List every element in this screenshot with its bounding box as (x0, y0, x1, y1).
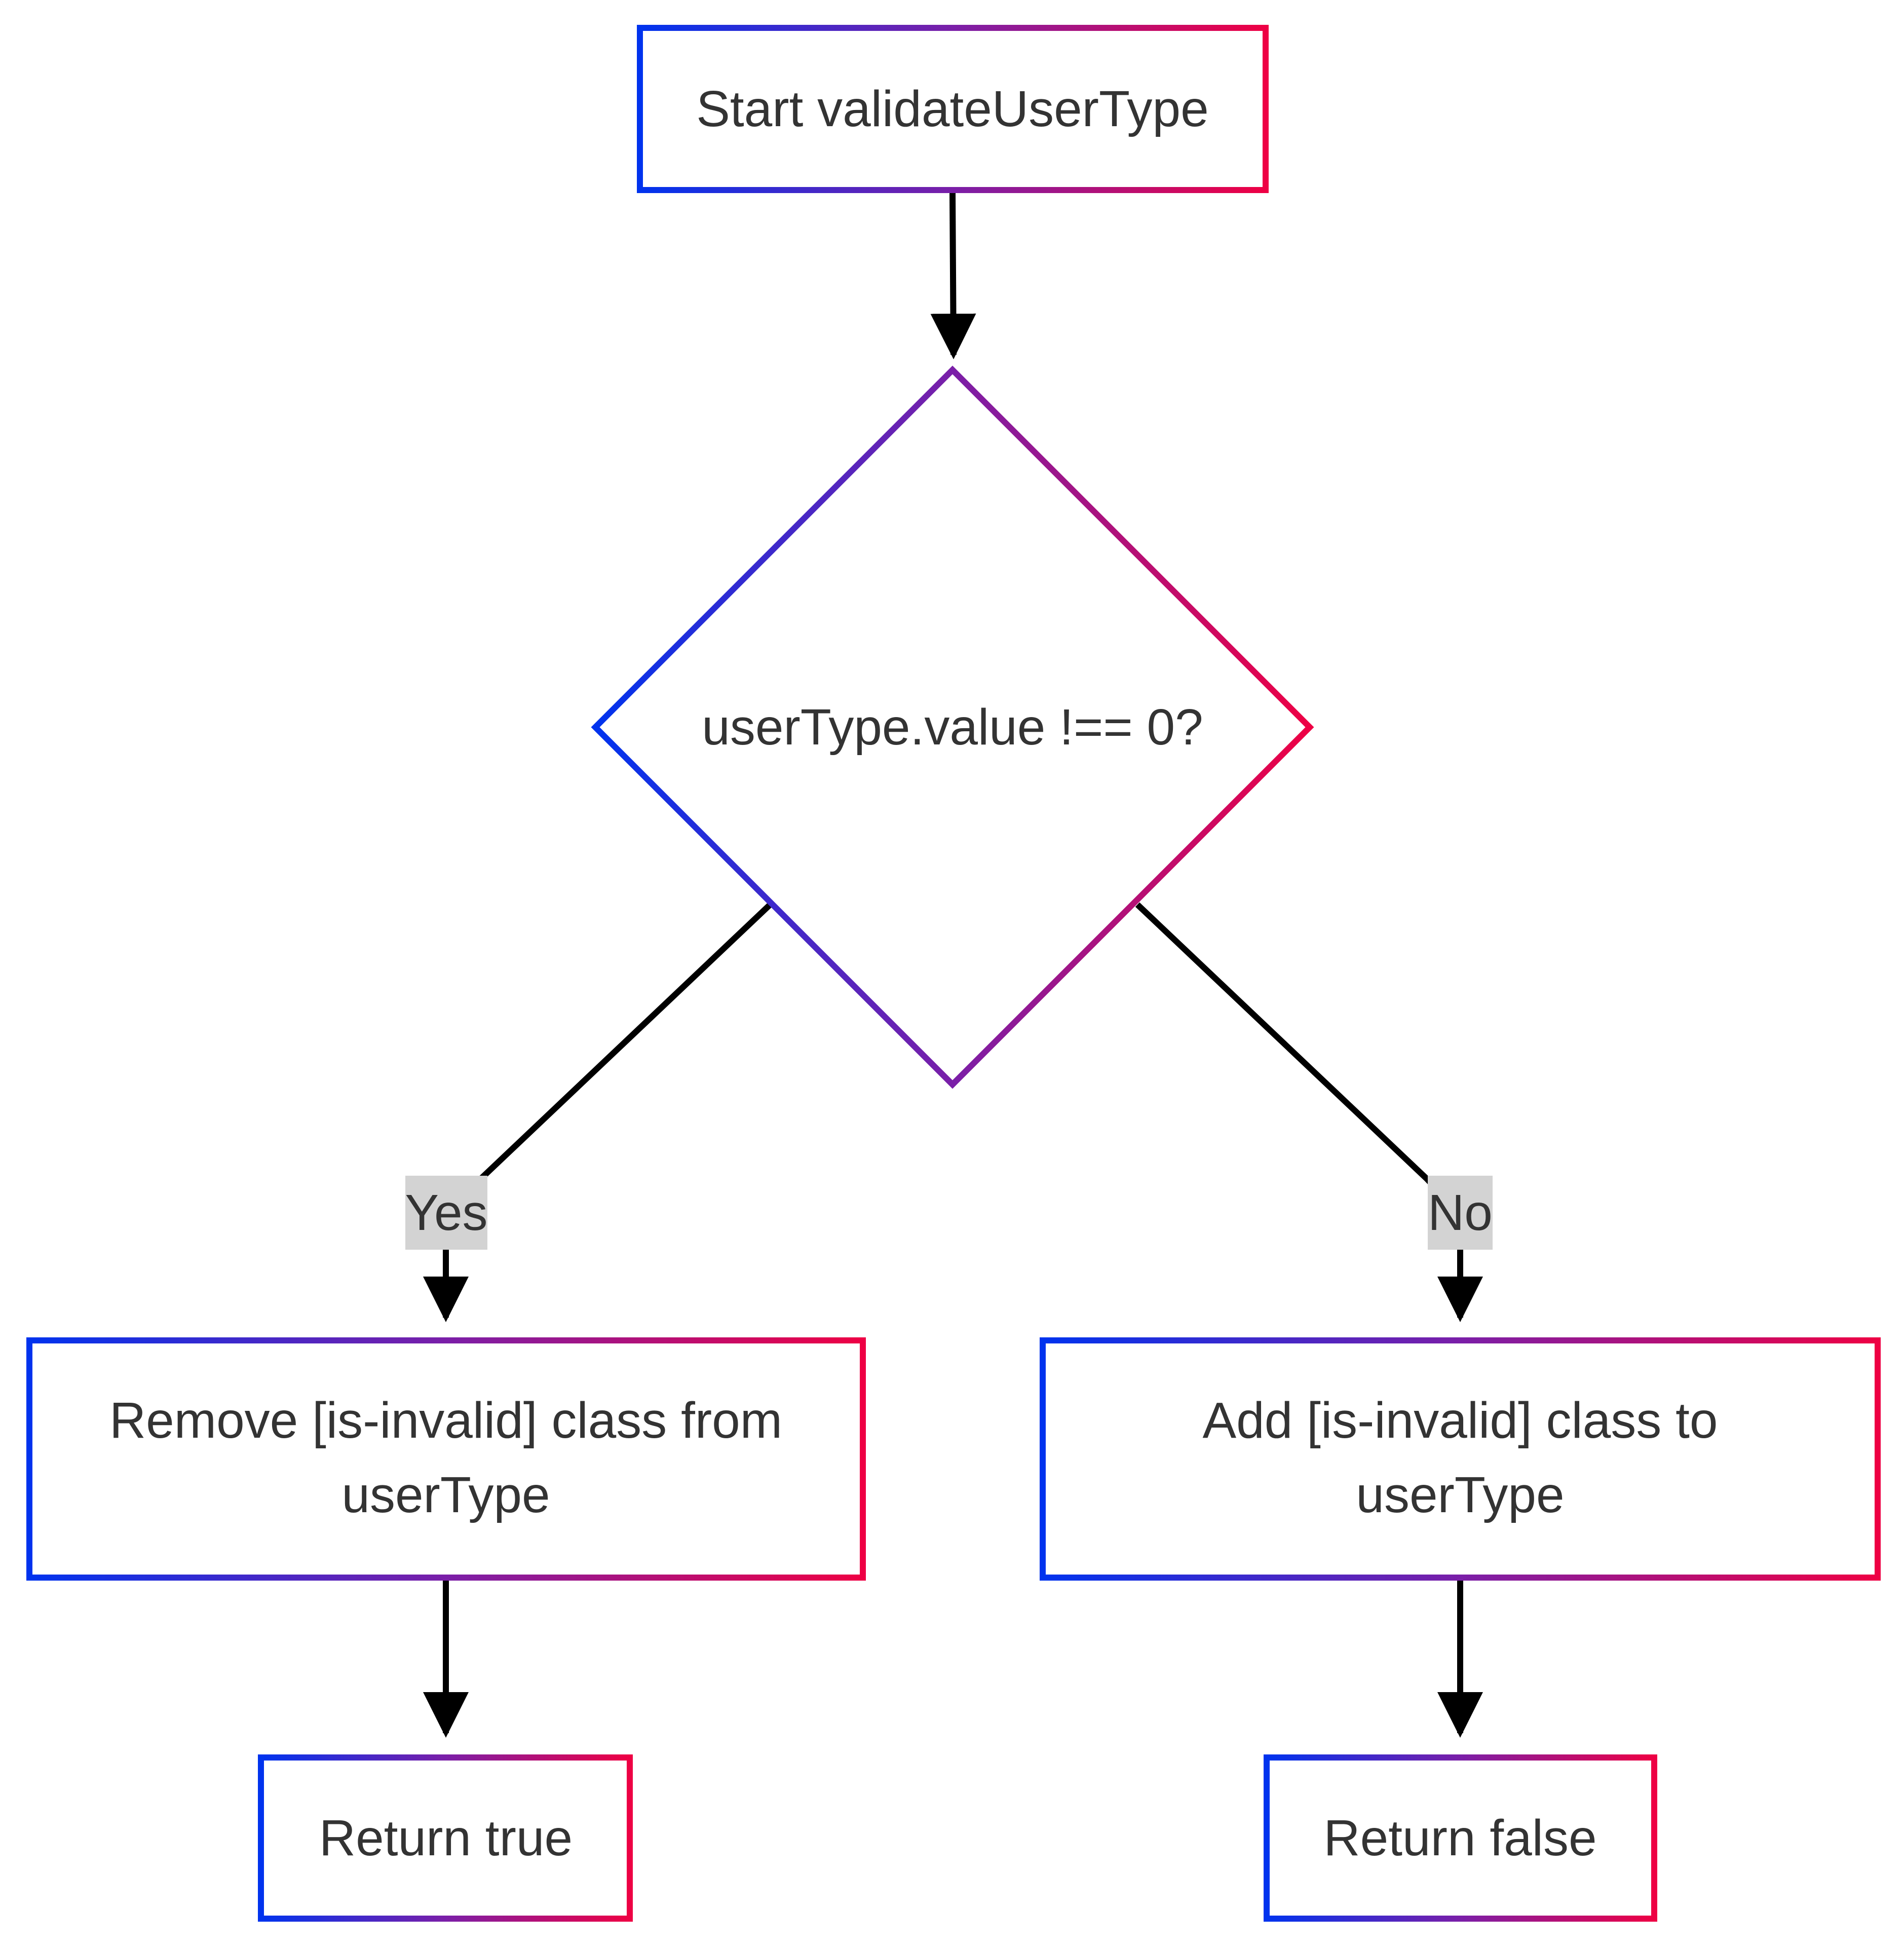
node-return-true-box (258, 1754, 633, 1922)
node-decision-label: userType.value !== 0? (702, 699, 1203, 756)
edge-decision-to-remove (423, 902, 773, 1322)
node-add-class-label-line1: Add [is-invalid] class to (1202, 1392, 1718, 1449)
node-add-class-box (1040, 1337, 1881, 1581)
node-start-label: Start validateUserType (696, 81, 1209, 137)
edge-label-no-background (1428, 1176, 1493, 1250)
node-return-false-box (1264, 1754, 1657, 1922)
edge-label-yes-text: Yes (405, 1184, 487, 1241)
edge-label-no: No (1428, 1176, 1493, 1250)
node-remove-class: Remove [is-invalid] class from userType (26, 1337, 866, 1581)
node-return-false-label: Return false (1323, 1810, 1596, 1866)
node-decision: userType.value !== 0? (591, 365, 1314, 1089)
edge-label-no-text: No (1428, 1184, 1493, 1241)
node-return-true: Return true (258, 1754, 633, 1922)
edge-label-yes: Yes (405, 1176, 488, 1250)
node-remove-class-label-line1: Remove [is-invalid] class from (109, 1392, 782, 1449)
edge-label-yes-background (405, 1176, 487, 1250)
edge-start-to-decision (930, 191, 976, 359)
node-remove-class-box (26, 1337, 866, 1581)
node-start-box (637, 25, 1269, 193)
node-remove-class-label-line2: userType (341, 1467, 550, 1523)
node-add-class-label-line2: userType (1356, 1467, 1564, 1523)
node-decision-diamond (591, 365, 1314, 1089)
node-return-false: Return false (1264, 1754, 1657, 1922)
node-add-class: Add [is-invalid] class to userType (1040, 1337, 1881, 1581)
node-start: Start validateUserType (637, 25, 1269, 193)
edge-decision-to-add (1135, 902, 1483, 1322)
node-return-true-label: Return true (319, 1810, 573, 1866)
